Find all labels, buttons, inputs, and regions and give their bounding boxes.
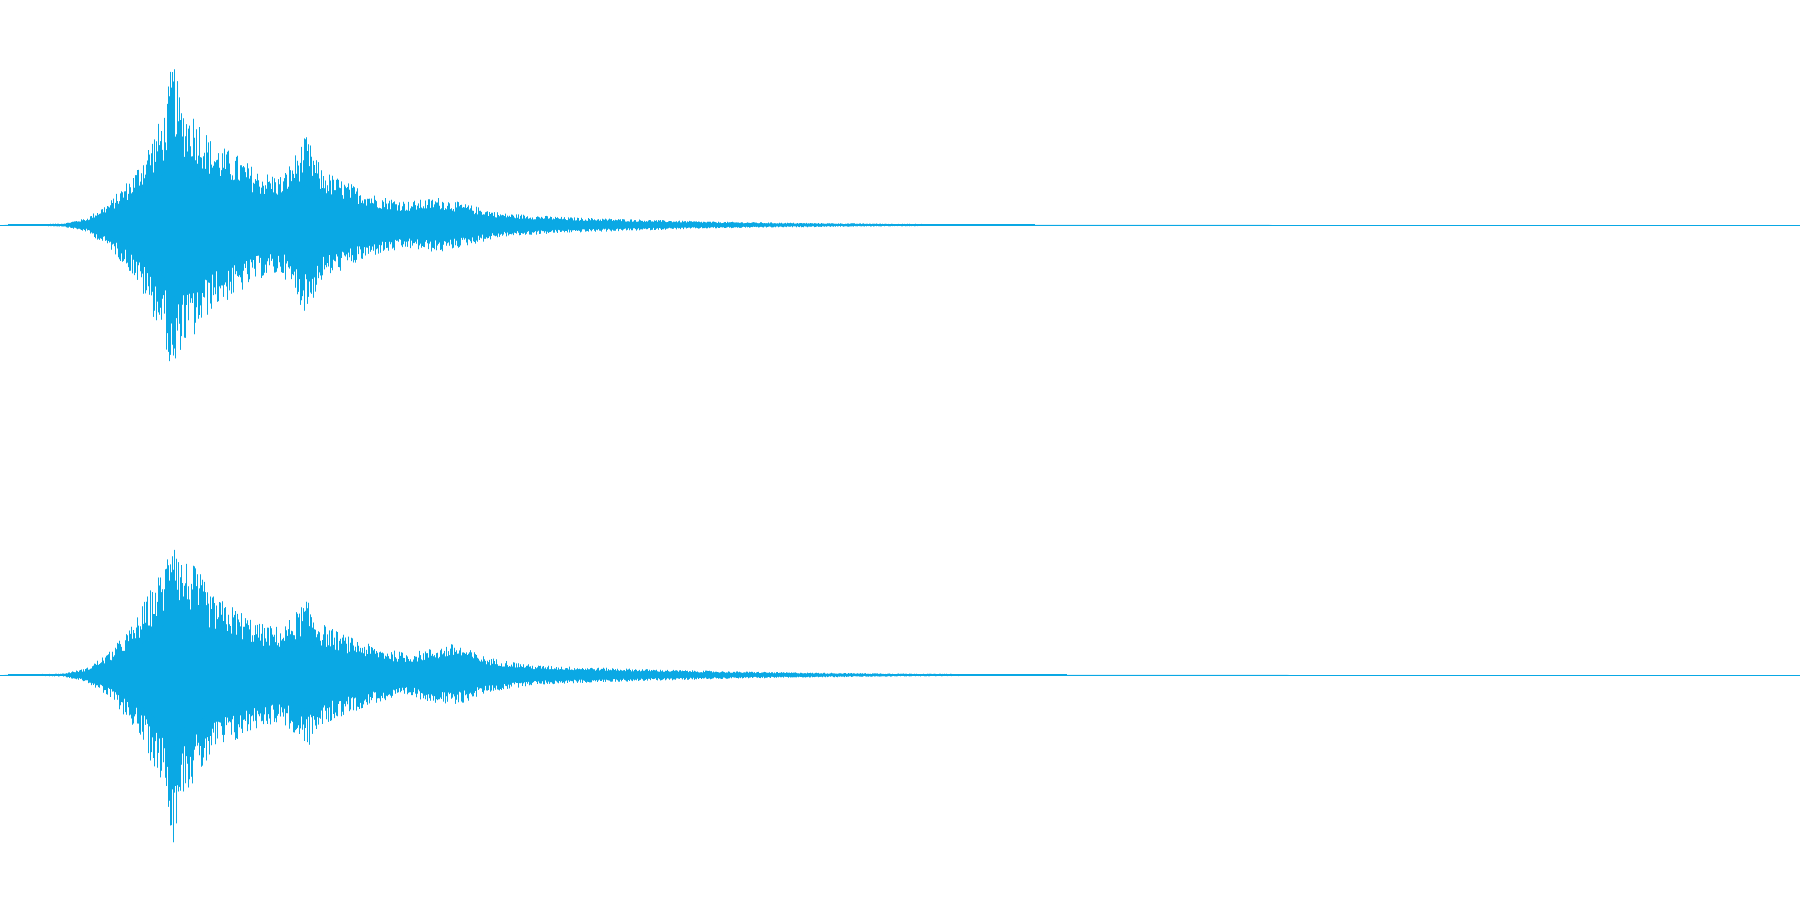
channel-2-body: [0, 602, 1566, 748]
channel-2-waveform[interactable]: [0, 549, 1800, 843]
channel-1-body: [0, 151, 1566, 299]
channel-1-waveform[interactable]: [0, 69, 1800, 362]
